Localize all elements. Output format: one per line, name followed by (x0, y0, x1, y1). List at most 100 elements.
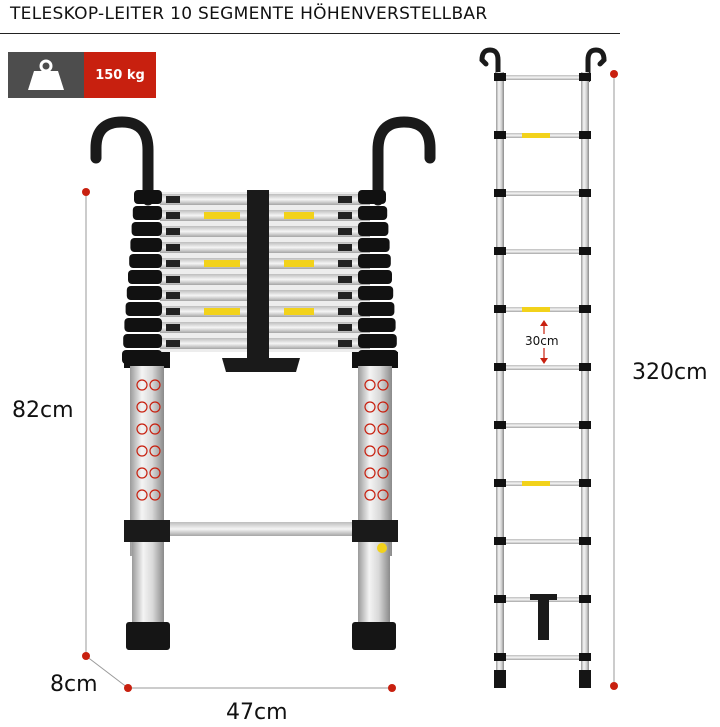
stile-cap (358, 206, 388, 220)
badge-icon-area (8, 52, 84, 98)
safety-pictogram (149, 423, 161, 435)
extended-rung (504, 249, 581, 254)
safety-pictogram (149, 489, 161, 501)
stile-cap (358, 254, 391, 268)
rung-end-cap (166, 212, 180, 219)
stile-cap (125, 302, 162, 316)
stile-cap (358, 334, 397, 348)
safety-pictogram (364, 379, 376, 391)
stile-cap (126, 286, 162, 300)
rung-end-cap (338, 276, 352, 283)
warning-sticker (284, 308, 314, 315)
rung-joint (579, 247, 591, 255)
load-capacity-label: 150 kg (84, 52, 156, 98)
stile-cap (358, 302, 395, 316)
rung-joint (494, 131, 506, 139)
safety-pictogram (364, 445, 376, 457)
stile-cap (358, 286, 394, 300)
rung-end-cap (338, 340, 352, 347)
extended-rung (504, 423, 581, 428)
rung-end-cap (166, 308, 180, 315)
width-label: 47cm (226, 700, 288, 725)
rung-joint (494, 189, 506, 197)
stile-cap (130, 238, 162, 252)
title-divider (0, 33, 620, 34)
rung-joint (579, 537, 591, 545)
stile-cap (358, 190, 386, 204)
warning-sticker (204, 308, 240, 315)
safety-pictogram (136, 401, 148, 413)
stile-cap (358, 222, 389, 236)
rung-joint (579, 73, 591, 81)
weight-icon (28, 59, 64, 90)
stile-cap (358, 318, 396, 332)
rung-joint (494, 247, 506, 255)
rung-end-cap (166, 340, 180, 347)
rung-joint (579, 421, 591, 429)
warning-sticker (204, 260, 240, 267)
rung-joint (579, 653, 591, 661)
safety-pictogram (136, 423, 148, 435)
rung-end-cap (166, 196, 180, 203)
safety-pictogram (149, 445, 161, 457)
rung-end-cap (338, 228, 352, 235)
rung-joint (494, 363, 506, 371)
warning-sticker (284, 212, 314, 219)
safety-pictogram (136, 445, 148, 457)
stile-cap (131, 222, 162, 236)
rung-end-cap (166, 228, 180, 235)
extended-ladder (479, 47, 607, 688)
safety-pictogram (377, 379, 389, 391)
warning-sticker (522, 133, 550, 138)
safety-pictogram (364, 489, 376, 501)
stile-cap (124, 318, 162, 332)
rung-joint (494, 653, 506, 661)
safety-pictogram (377, 423, 389, 435)
safety-pictogram (364, 467, 376, 479)
stile-cap (123, 334, 162, 348)
rung-end-cap (338, 244, 352, 251)
rung-joint (579, 131, 591, 139)
stile-collar (352, 352, 398, 368)
warning-sticker (522, 481, 550, 486)
safety-pictogram (377, 467, 389, 479)
rung-joint (579, 595, 591, 603)
rung-spacing-label: 30cm (524, 334, 560, 348)
extended-rung (504, 191, 581, 196)
rung-joint (494, 479, 506, 487)
stile-cap (128, 270, 162, 284)
extended-rung (504, 75, 581, 80)
rung-end-cap (166, 260, 180, 267)
rung-end-cap (338, 212, 352, 219)
extended-height-label: 320cm (632, 360, 708, 385)
rung-end-cap (338, 308, 352, 315)
extended-rung (504, 539, 581, 544)
safety-pictogram (364, 423, 376, 435)
collapsed-ladder (90, 116, 436, 650)
stile-cap (132, 206, 162, 220)
warning-sticker (284, 260, 314, 267)
stile-cap (358, 270, 392, 284)
stile-collar (124, 352, 170, 368)
rung-joint (579, 305, 591, 313)
dimension-lines (85, 74, 615, 689)
safety-pictogram (149, 379, 161, 391)
safety-pictogram (377, 445, 389, 457)
safety-pictogram (377, 489, 389, 501)
safety-pictogram (136, 467, 148, 479)
safety-pictogram (377, 401, 389, 413)
safety-pictogram (149, 467, 161, 479)
rung-joint (494, 595, 506, 603)
rung-end-cap (166, 276, 180, 283)
extended-rung (504, 365, 581, 370)
warning-sticker (522, 307, 550, 312)
rung-joint (494, 73, 506, 81)
stile-cap (129, 254, 162, 268)
rung-end-cap (338, 196, 352, 203)
page-title: TELESKOP-LEITER 10 SEGMENTE HÖHENVERSTEL… (10, 4, 488, 24)
rung-joint (494, 421, 506, 429)
rung-joint (579, 189, 591, 197)
rung-joint (494, 537, 506, 545)
rung-joint (579, 479, 591, 487)
